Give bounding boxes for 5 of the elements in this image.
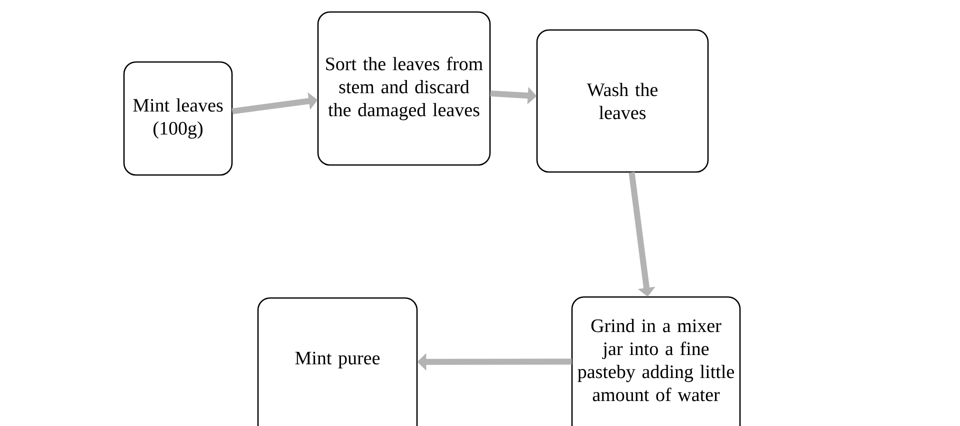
- process-box: Mint leaves (100g): [123, 61, 233, 176]
- process-box: Grind in a mixer jar into a fine pasteby adding little amount of water: [571, 296, 741, 426]
- process-box: Sort the leaves from stem and discard the damaged leaves: [317, 11, 491, 166]
- process-box: Mint puree: [257, 297, 418, 426]
- process-box: Wash the leaves: [536, 29, 709, 173]
